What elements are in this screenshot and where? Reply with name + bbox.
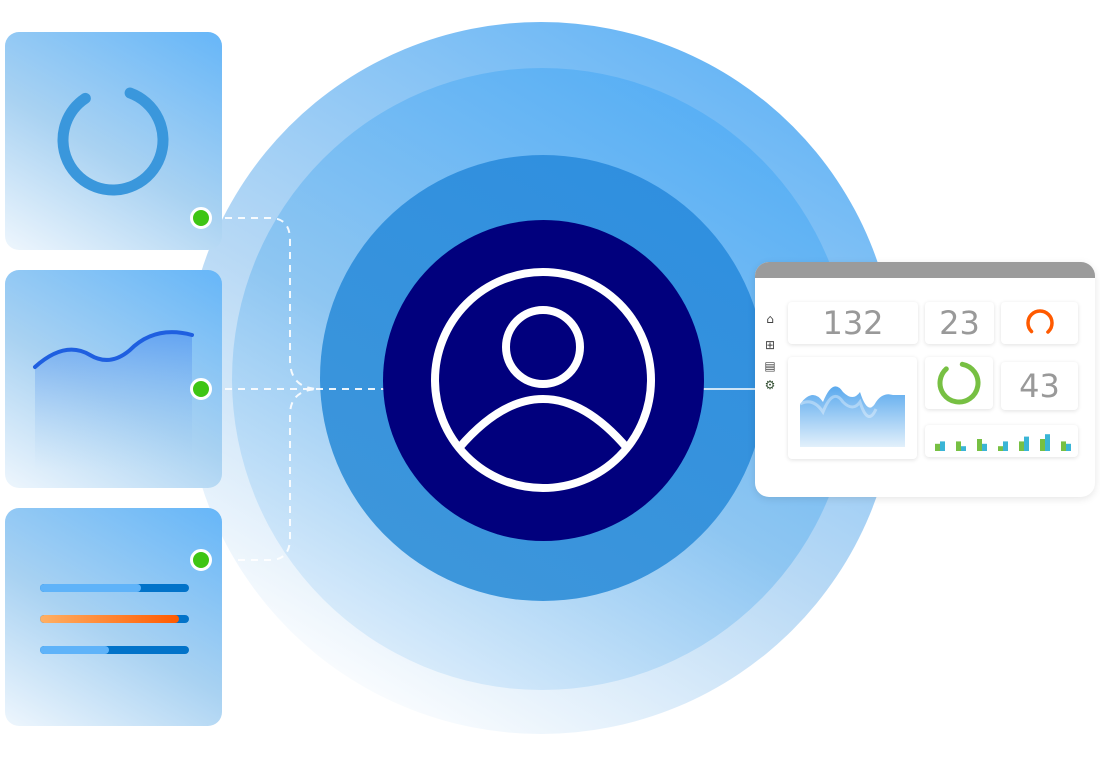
grid-icon[interactable]: ⊞ — [764, 338, 776, 352]
stat-tile: 23 — [925, 302, 994, 344]
status-dot — [190, 549, 212, 571]
window-titlebar — [755, 262, 1095, 278]
status-dot — [190, 207, 212, 229]
stat-value: 132 — [822, 304, 884, 342]
bar-mark — [998, 446, 1003, 451]
bar-chart-tile — [925, 425, 1078, 457]
progress-bars-card — [5, 508, 222, 726]
green-ring — [937, 361, 981, 405]
connector-top — [212, 217, 321, 390]
wave-card — [5, 270, 222, 488]
dashboard-window: ⌂ ⊞ ▤ ⚙ 132 23 43 — [755, 262, 1095, 497]
area-chart-tile — [788, 357, 917, 459]
bar-chart — [935, 434, 1071, 451]
home-icon[interactable]: ⌂ — [766, 312, 774, 326]
bar-mark — [1061, 441, 1066, 451]
ring-card — [5, 32, 222, 250]
bar-mark — [977, 439, 982, 451]
bar-mark — [1024, 436, 1029, 451]
status-dot — [190, 378, 212, 400]
bar-mark — [1066, 443, 1071, 451]
bar-mark — [961, 446, 966, 451]
progress-bar — [40, 646, 189, 654]
green-ring-tile — [925, 357, 993, 409]
orange-ring — [1025, 309, 1054, 337]
user-icon — [431, 268, 655, 492]
bar-mark — [982, 443, 987, 451]
stat-tile: 43 — [1001, 362, 1078, 410]
stat-tile: 132 — [788, 302, 918, 344]
user-avatar-circle — [383, 220, 704, 541]
progress-bar — [40, 615, 189, 623]
connector-bottom — [212, 388, 321, 561]
progress-bar — [40, 584, 189, 592]
orange-ring-tile — [1001, 302, 1078, 344]
bar-mark — [940, 441, 945, 451]
progress-ring — [57, 84, 169, 196]
document-icon[interactable]: ▤ — [764, 359, 776, 373]
bar-mark — [956, 441, 961, 451]
bar-mark — [935, 443, 940, 451]
stat-value: 43 — [1019, 367, 1060, 405]
stat-value: 23 — [939, 304, 980, 342]
gear-icon[interactable]: ⚙ — [764, 378, 776, 392]
wave-chart — [33, 330, 194, 470]
bar-mark — [1003, 441, 1008, 451]
bar-mark — [1019, 441, 1024, 451]
bar-mark — [1040, 439, 1045, 451]
area-chart — [799, 386, 905, 447]
bar-mark — [1045, 434, 1050, 451]
